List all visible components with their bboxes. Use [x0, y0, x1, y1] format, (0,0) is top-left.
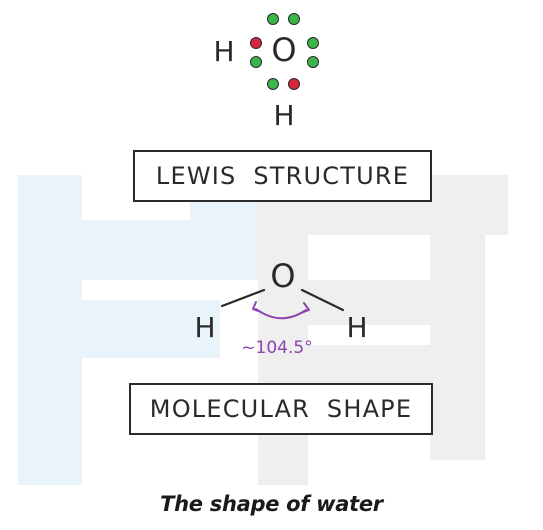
electron-dot	[288, 13, 300, 25]
shape-hydrogen-right: H	[346, 311, 367, 344]
shape-hydrogen-left: H	[194, 311, 215, 344]
arrowhead-left	[252, 301, 262, 313]
electron-dot	[250, 56, 262, 68]
lewis-oxygen-atom: O	[271, 31, 296, 69]
figure-caption: The shape of water	[160, 492, 383, 516]
shape-oxygen-atom: O	[270, 257, 295, 295]
bond-left	[220, 288, 266, 308]
electron-dot	[307, 56, 319, 68]
bond-right	[300, 288, 345, 312]
electron-dot	[267, 13, 279, 25]
lewis-hydrogen-left: H	[213, 35, 234, 68]
lewis-electron-dots	[250, 13, 319, 90]
electron-dot	[267, 78, 279, 90]
electron-dot	[307, 37, 319, 49]
electron-dot	[288, 78, 300, 90]
electron-dot	[250, 37, 262, 49]
molecular-shape: O H H ~104.5°	[194, 257, 367, 358]
lewis-structure-label: LEWIS STRUCTURE	[133, 150, 432, 202]
arrowhead-right	[300, 302, 310, 314]
lewis-hydrogen-bottom: H	[273, 99, 294, 132]
bond-angle-label: ~104.5°	[241, 338, 312, 358]
molecular-shape-label: MOLECULAR SHAPE	[129, 383, 433, 435]
lewis-structure: O H H	[213, 13, 319, 132]
watermark-logo	[18, 175, 508, 485]
